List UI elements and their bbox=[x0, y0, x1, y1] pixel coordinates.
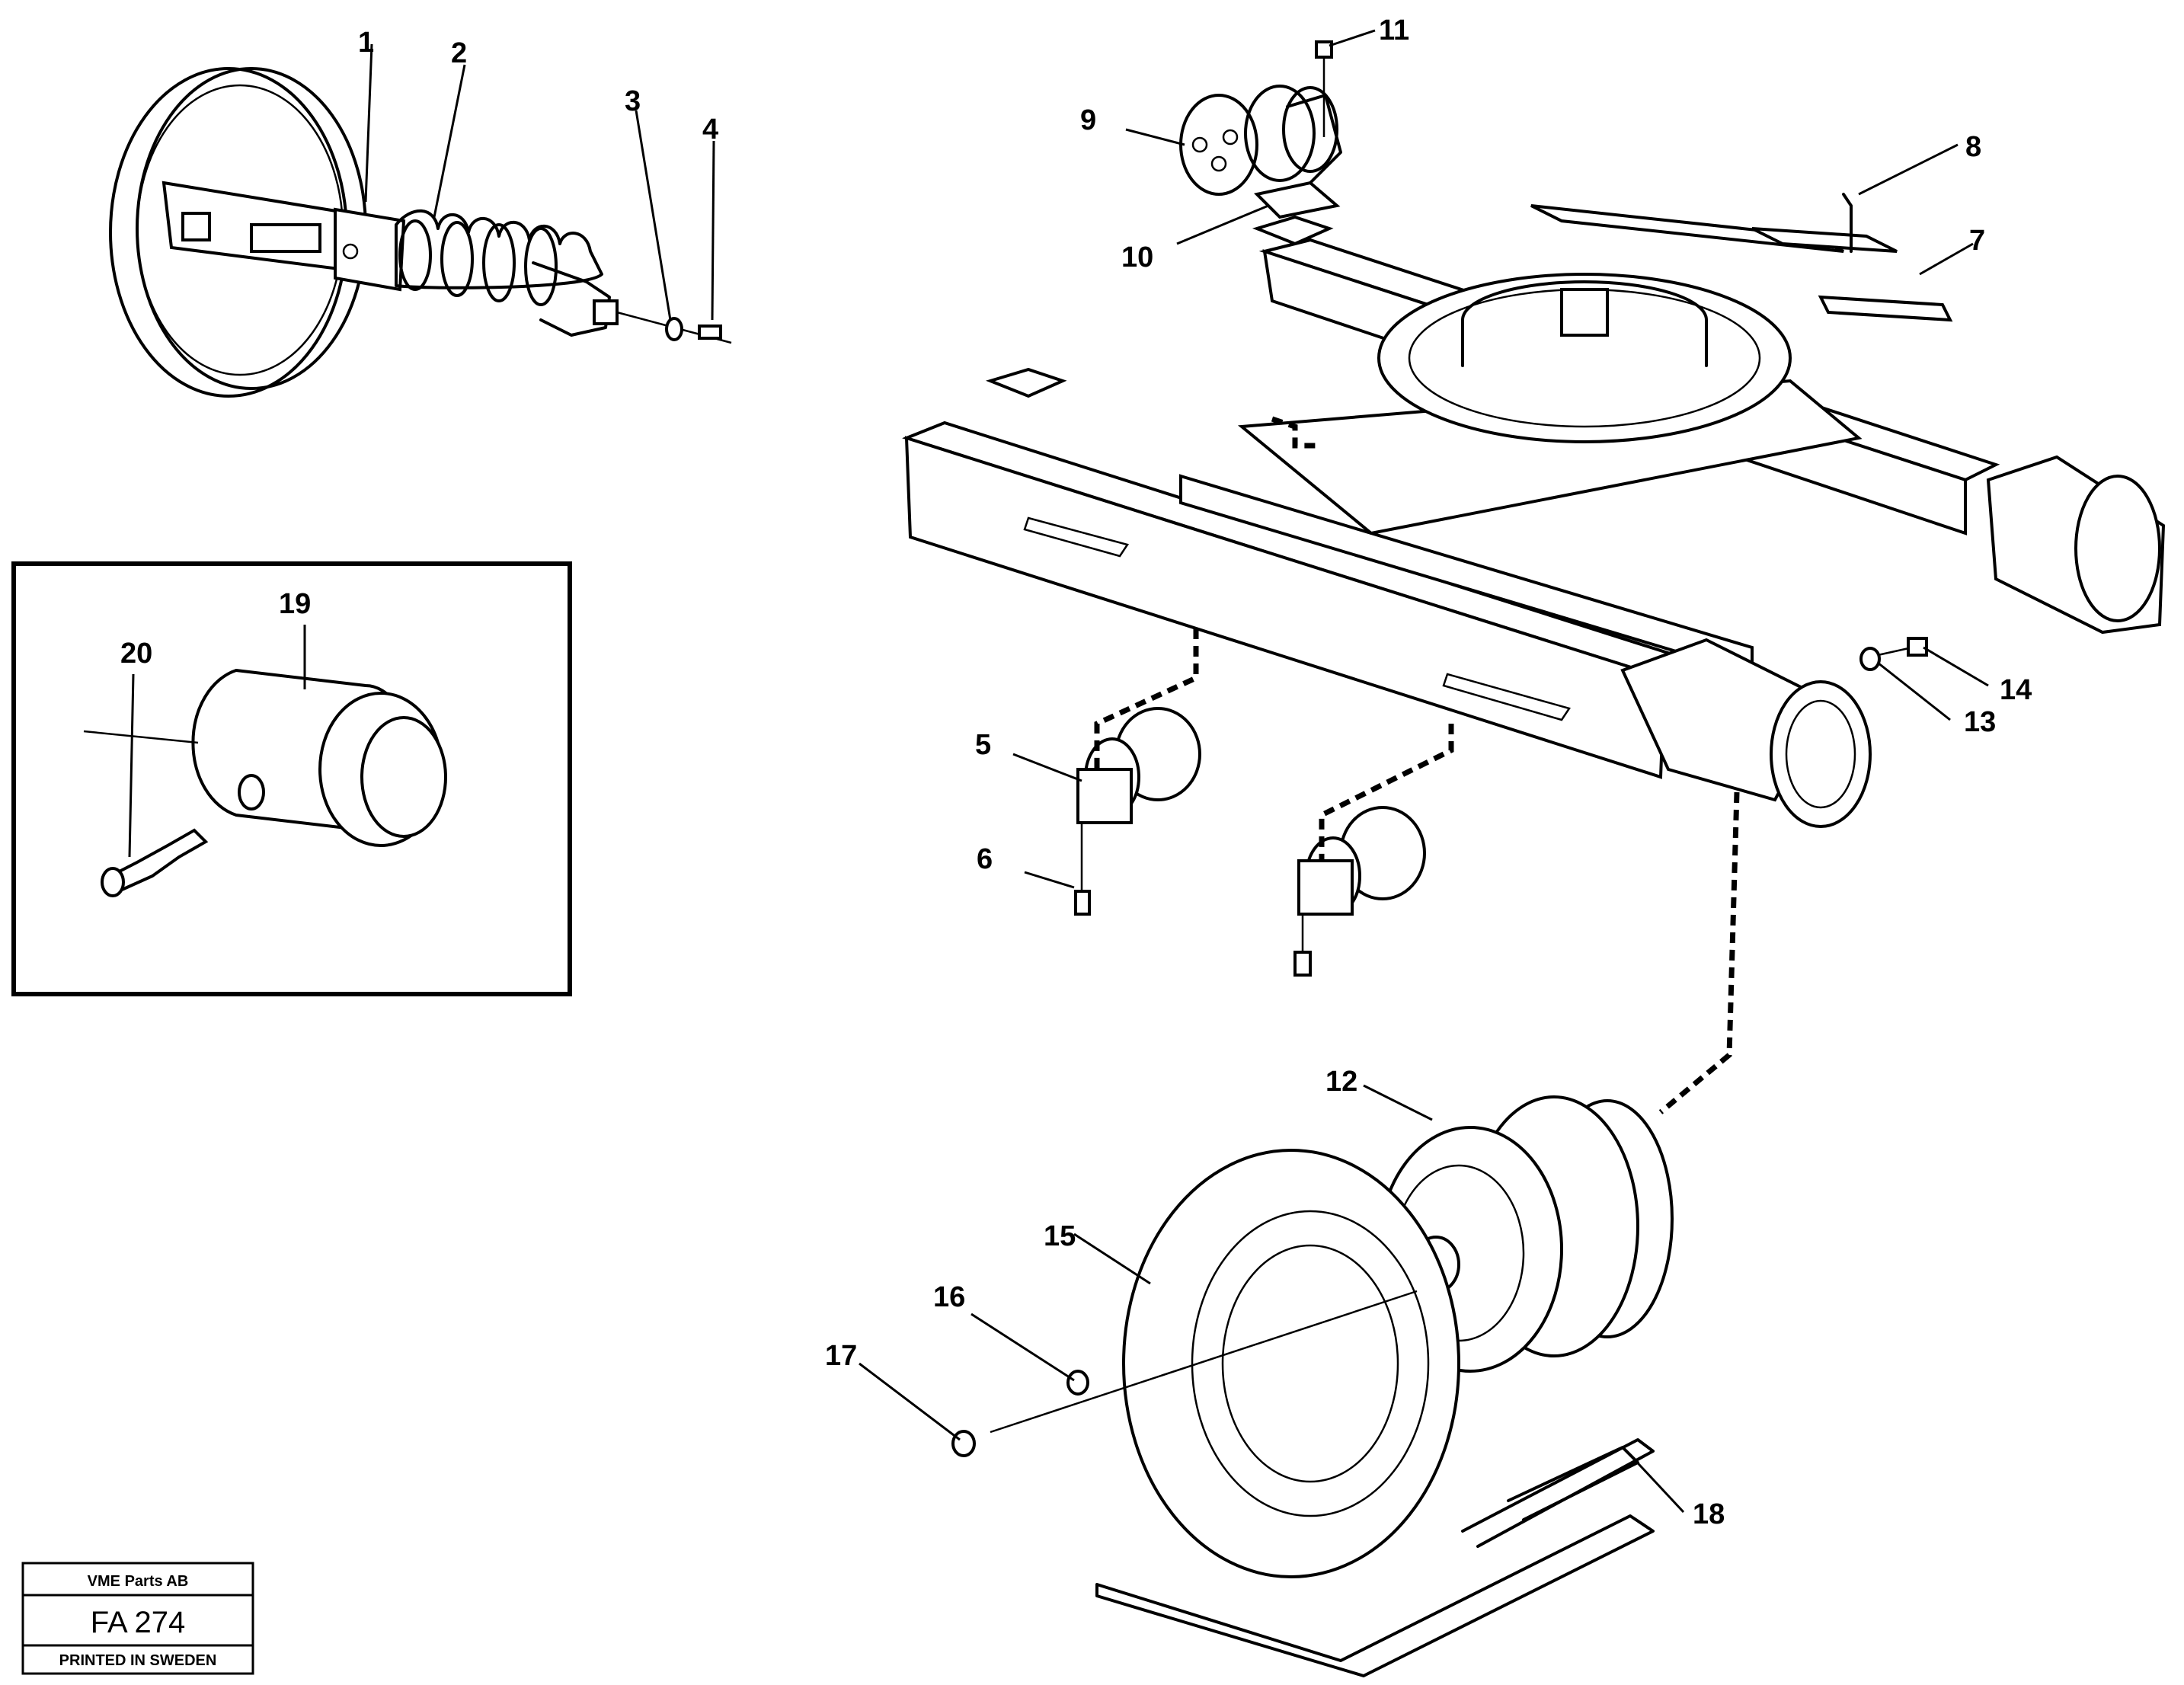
callout-6: 6 bbox=[977, 843, 993, 875]
callout-17: 17 bbox=[825, 1340, 857, 1372]
callout-10: 10 bbox=[1121, 241, 1153, 273]
callout-labels: 1 2 3 4 5 6 7 8 9 10 11 12 13 14 15 16 1… bbox=[120, 14, 2032, 1530]
washer-and-screw bbox=[1859, 637, 1928, 671]
callout-4: 4 bbox=[702, 114, 718, 145]
washer-and-bolt bbox=[951, 1290, 1418, 1457]
callout-13: 13 bbox=[1964, 706, 1996, 738]
idler-wheel-assembly bbox=[109, 67, 406, 398]
callout-19: 19 bbox=[279, 588, 311, 620]
track-frame bbox=[902, 204, 2166, 828]
leader-lines bbox=[128, 29, 1989, 1514]
sprocket bbox=[1122, 1149, 1460, 1578]
callout-20: 20 bbox=[120, 638, 152, 670]
track-roller-a bbox=[1074, 707, 1201, 916]
assembly-link-lines bbox=[1094, 416, 1740, 1114]
callout-1: 1 bbox=[358, 27, 374, 59]
title-block: VME Parts AB FA 274 PRINTED IN SWEDEN bbox=[21, 1562, 254, 1675]
callout-5: 5 bbox=[975, 729, 991, 761]
callout-16: 16 bbox=[933, 1281, 965, 1313]
callout-7: 7 bbox=[1969, 225, 1985, 257]
detail-inset bbox=[11, 561, 572, 996]
title-block-drawing-number: FA 274 bbox=[91, 1606, 186, 1639]
callout-8: 8 bbox=[1965, 131, 1981, 163]
title-block-company: VME Parts AB bbox=[88, 1573, 189, 1590]
callout-9: 9 bbox=[1080, 104, 1096, 136]
plate-and-screw bbox=[1818, 193, 1953, 322]
callout-3: 3 bbox=[625, 85, 641, 117]
support-roller-assembly bbox=[1179, 40, 1342, 219]
tension-spring bbox=[395, 209, 619, 337]
washer-and-nipple bbox=[616, 311, 732, 344]
callout-18: 18 bbox=[1693, 1498, 1725, 1530]
title-block-printed: PRINTED IN SWEDEN bbox=[59, 1652, 217, 1669]
callout-15: 15 bbox=[1044, 1220, 1076, 1252]
callout-11: 11 bbox=[1379, 14, 1409, 46]
callout-14: 14 bbox=[2000, 674, 2032, 706]
callout-12: 12 bbox=[1325, 1066, 1357, 1098]
track-roller-b bbox=[1293, 806, 1426, 977]
callout-2: 2 bbox=[451, 37, 467, 69]
